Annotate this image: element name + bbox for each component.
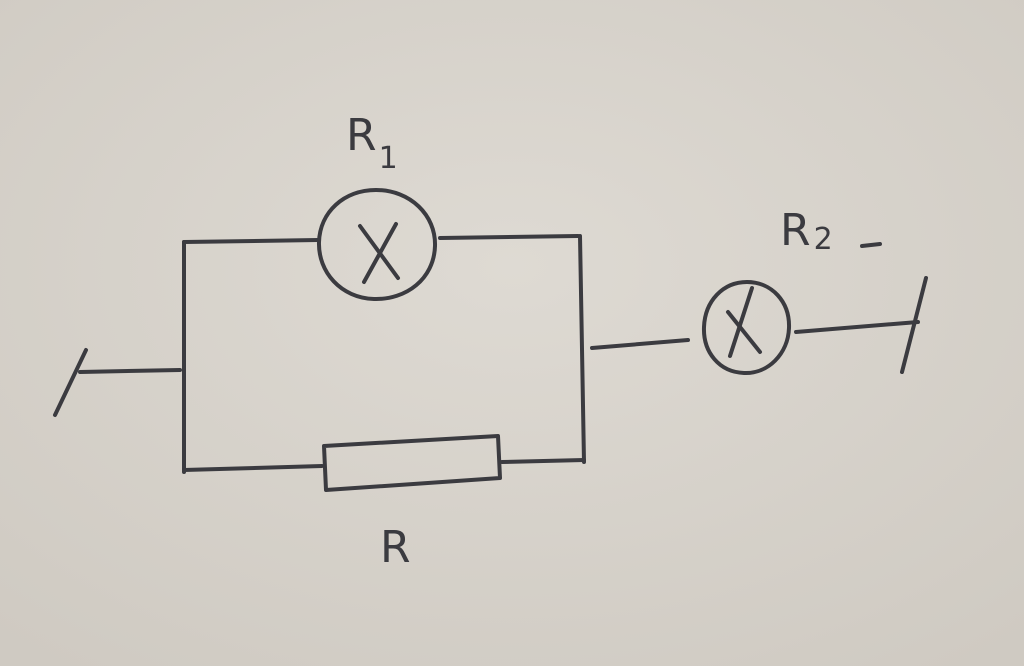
bottom-right-wire xyxy=(500,458,586,464)
top-right-wire xyxy=(438,234,580,240)
lamp-r1-circle xyxy=(316,188,438,302)
resistor-r-body xyxy=(322,434,502,492)
lamp-r2-circle xyxy=(701,280,792,376)
right-junction-wire xyxy=(578,234,586,464)
left-terminal-mark xyxy=(53,348,88,417)
bottom-left-wire xyxy=(182,464,324,472)
label-r: R xyxy=(380,522,411,573)
right-lead-wire xyxy=(794,320,920,334)
top-left-wire xyxy=(182,238,320,244)
lamp-r1 xyxy=(316,188,438,302)
lamp-r2-cross-b xyxy=(728,286,754,358)
left-lead-wire xyxy=(78,368,182,374)
label-r2-underline xyxy=(860,242,882,248)
lamp-r1-cross-b xyxy=(362,222,398,284)
lamp-r2 xyxy=(701,280,792,376)
series-wire xyxy=(590,338,690,350)
label-r1: R1 xyxy=(346,110,398,176)
right-terminal-mark xyxy=(900,276,928,374)
lamp-r2-cross-a xyxy=(726,310,762,354)
